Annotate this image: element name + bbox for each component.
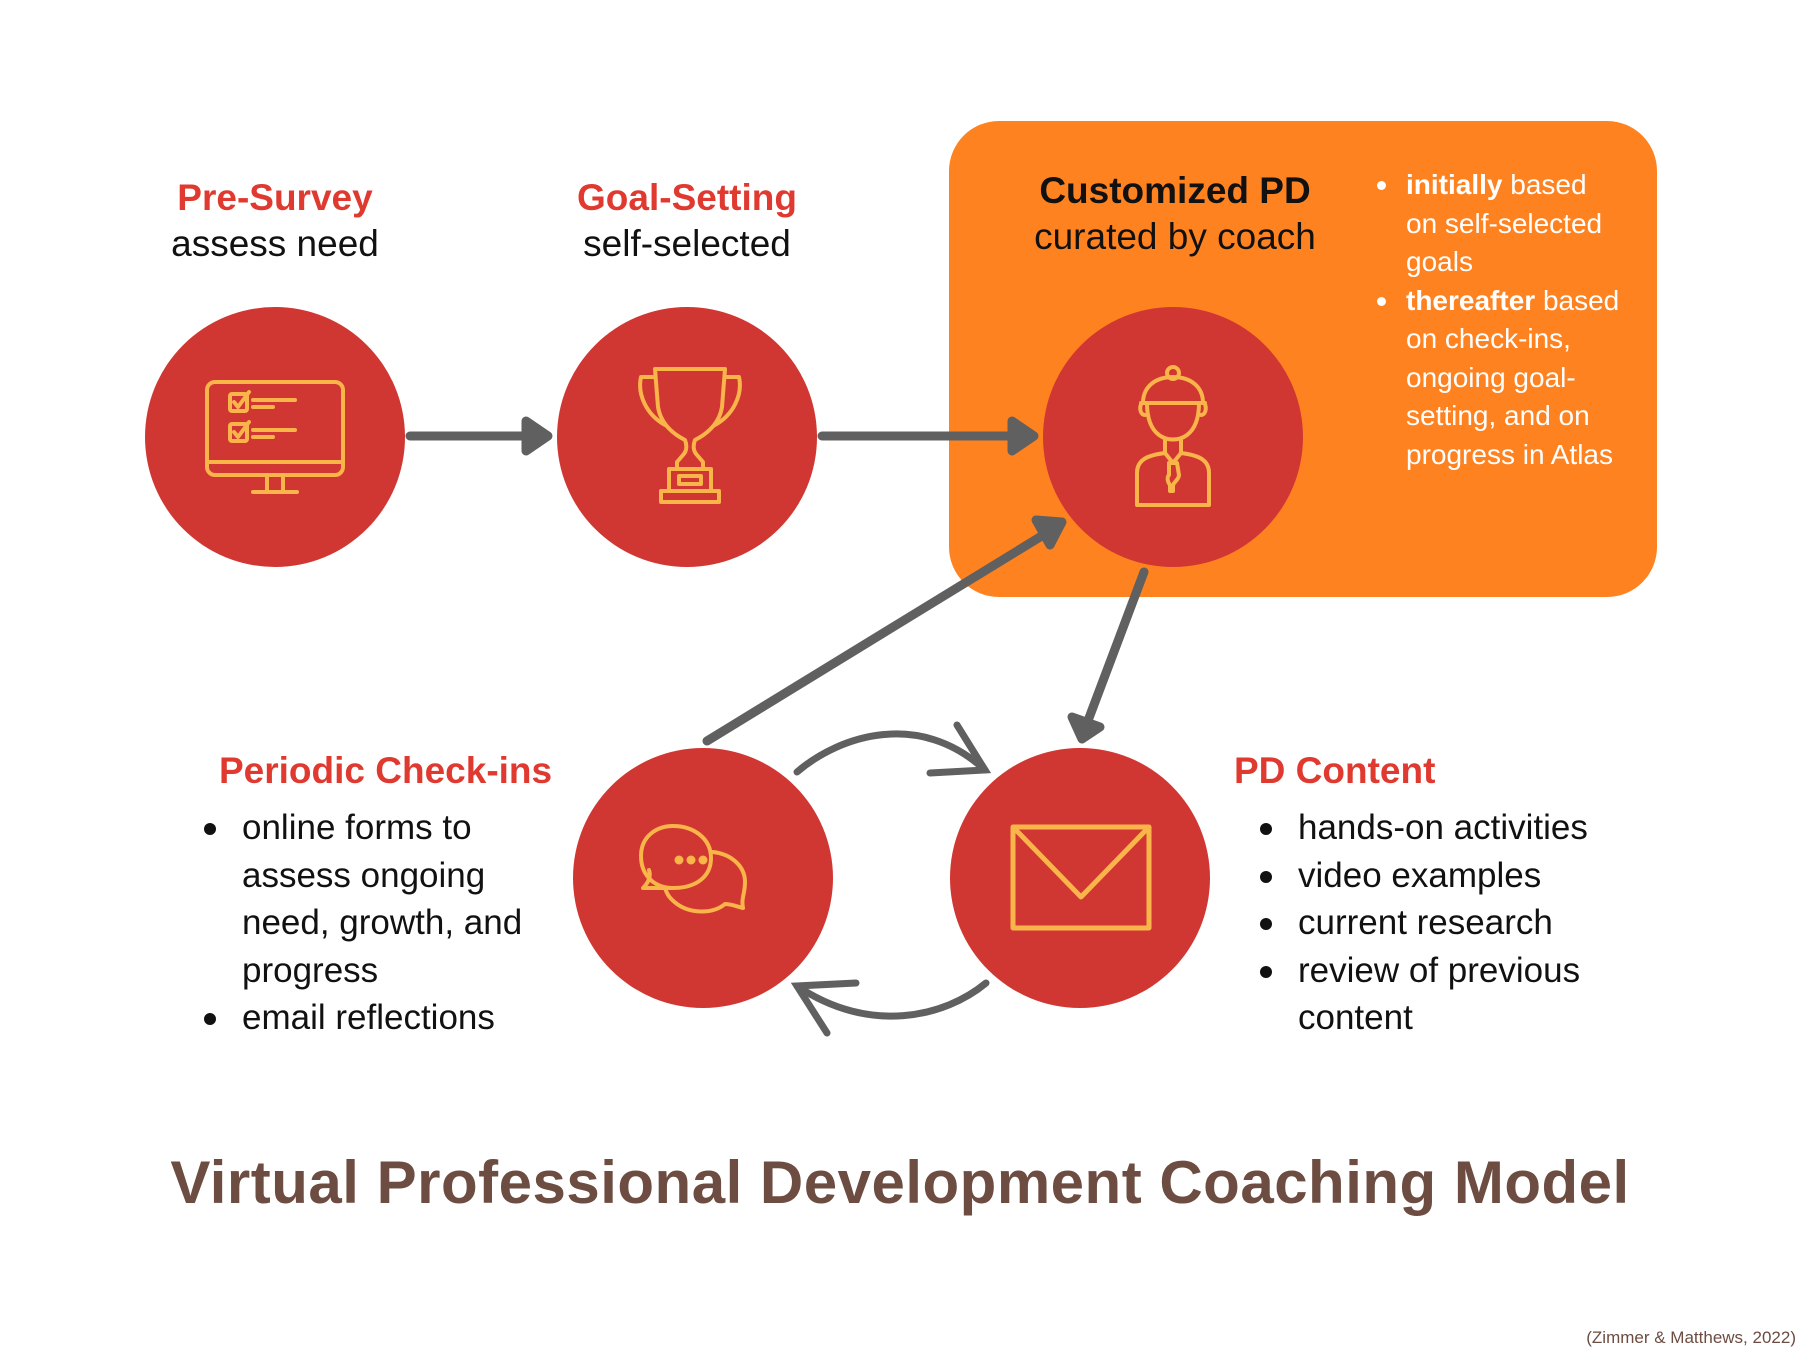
envelope-icon: [1010, 824, 1152, 931]
monitor-checklist-icon: [205, 380, 345, 494]
customized-pd-highlight-box: [949, 121, 1657, 597]
customized-pd-subheading: curated by coach: [1034, 216, 1316, 257]
goal-setting-subheading: self-selected: [583, 223, 791, 264]
checkin-item: online forms to assess ongoing need, gro…: [200, 804, 530, 994]
customized-pd-notes: initially based on self-selected goals t…: [1372, 166, 1622, 474]
checkin-item: email reflections: [200, 994, 530, 1042]
customized-pd-label: Customized PD curated by coach: [1000, 168, 1350, 260]
note-text: based on check-ins, ongoing goal-setting…: [1406, 284, 1620, 470]
periodic-checkins-node: [573, 748, 833, 1008]
pd-content-node: [950, 748, 1210, 1008]
pre-survey-node: [145, 307, 405, 567]
content-item: video examples: [1256, 852, 1656, 900]
goal-setting-label: Goal-Setting self-selected: [537, 175, 837, 267]
periodic-checkins-title: Periodic Check-ins: [219, 750, 553, 791]
arrow-customized-to-content: [1067, 567, 1149, 744]
content-item: hands-on activities: [1256, 804, 1656, 852]
pd-content-list: hands-on activities video examples curre…: [1256, 804, 1656, 1042]
page-title: Virtual Professional Development Coachin…: [170, 1149, 1630, 1216]
coach-icon: [1135, 365, 1211, 507]
goal-setting-heading: Goal-Setting: [577, 177, 797, 218]
goal-setting-node: [557, 307, 817, 567]
arrow-presurvey-to-goal: [405, 416, 553, 456]
periodic-checkins-heading: Periodic Check-ins: [219, 748, 552, 794]
pre-survey-heading: Pre-Survey: [177, 177, 373, 218]
note-bold: initially: [1406, 169, 1503, 200]
note-bold: thereafter: [1406, 284, 1536, 316]
customized-pd-node: [1043, 307, 1303, 567]
citation: (Zimmer & Matthews, 2022): [1586, 1328, 1796, 1347]
pd-content-title: PD Content: [1234, 750, 1436, 791]
pre-survey-subheading: assess need: [171, 223, 379, 264]
content-item: current research: [1256, 899, 1656, 947]
customized-pd-heading: Customized PD: [1039, 170, 1311, 211]
periodic-checkins-list: online forms to assess ongoing need, gro…: [200, 804, 530, 1042]
pre-survey-label: Pre-Survey assess need: [125, 175, 425, 267]
note-item: initially based on self-selected goals: [1372, 166, 1622, 282]
note-item: thereafter based on check-ins, ongoing g…: [1372, 282, 1622, 475]
chat-bubbles-icon: [639, 824, 747, 914]
trophy-icon: [638, 367, 742, 504]
content-item: review of previous content: [1256, 947, 1656, 1042]
note-text: based on self-selected goals: [1406, 169, 1603, 277]
pd-content-heading: PD Content: [1234, 748, 1435, 794]
